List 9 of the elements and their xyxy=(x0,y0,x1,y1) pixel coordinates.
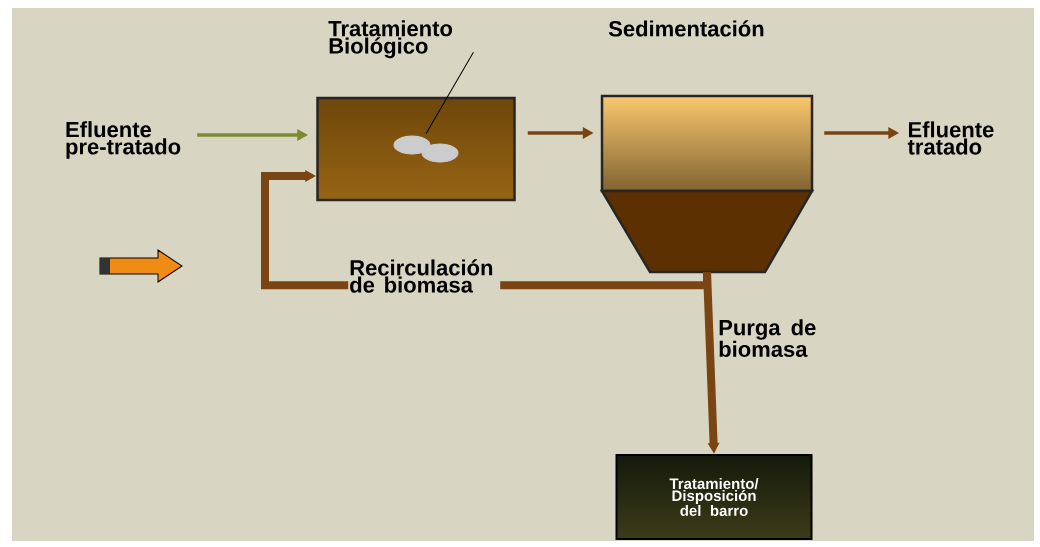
flow-label: Efluente pre-tratado xyxy=(66,121,181,159)
tank-heading: Tratamiento Biológico xyxy=(328,20,453,59)
floc-drawing xyxy=(393,135,459,163)
tank-heading: Sedimentación xyxy=(608,20,764,37)
edge-label: Recirculación de biomasa xyxy=(348,258,501,294)
process-box: Tratamiento/ Disposición del barro xyxy=(615,454,813,540)
leader-line xyxy=(425,51,474,135)
flow-label: Efluente tratado xyxy=(907,121,994,155)
edge-label: Purga de biomasa xyxy=(717,318,830,358)
